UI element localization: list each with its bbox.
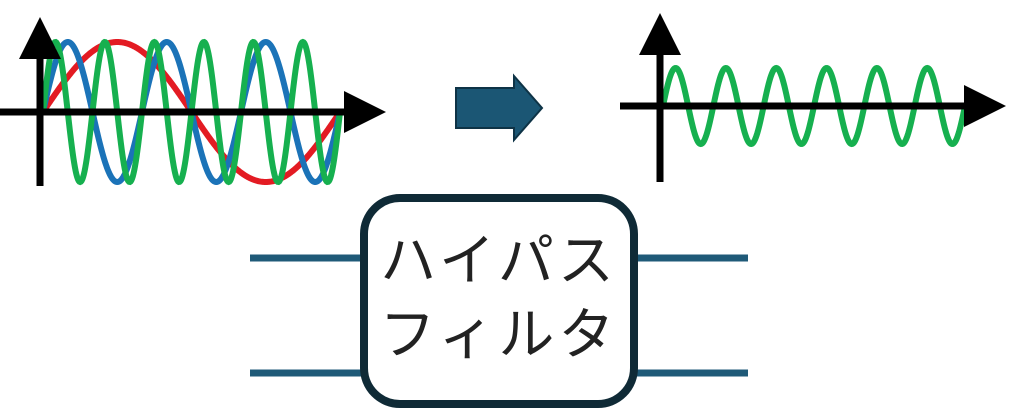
filter-label: ハイパス フィルタ — [364, 196, 634, 402]
filter-label-line2: フィルタ — [379, 303, 619, 368]
filter-box — [360, 194, 638, 408]
input-signal-graph — [0, 17, 386, 186]
output-signal-graph — [620, 13, 1006, 182]
filter-terminals — [250, 254, 748, 377]
filter-label-line1: ハイパス — [380, 229, 618, 294]
right-arrow-icon — [455, 73, 544, 143]
